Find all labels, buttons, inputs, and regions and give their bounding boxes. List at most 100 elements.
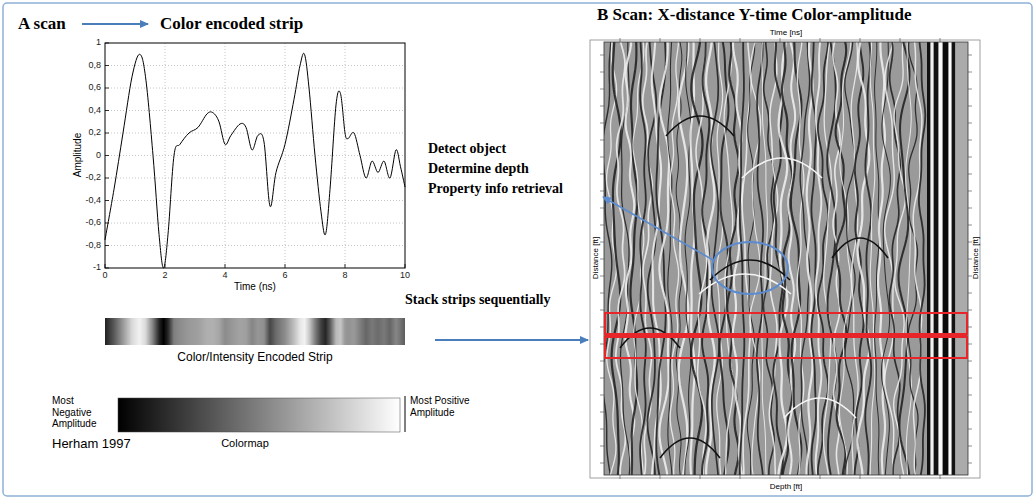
tick-label: 0,2: [88, 127, 101, 137]
b-scan-trace: [899, 42, 910, 475]
axis-tick: [225, 264, 226, 268]
axis-tick: [600, 140, 604, 141]
tick-label: -0,4: [85, 195, 101, 205]
axis-tick: [968, 429, 972, 430]
b-scan-trace: [816, 42, 822, 475]
hyperbola: [784, 398, 856, 418]
tick-label: -1: [93, 262, 101, 272]
b-scan-trace: [797, 42, 804, 475]
axis-tick: [968, 225, 972, 226]
axis-tick: [105, 268, 109, 269]
axis-tick: [700, 475, 701, 479]
tick-label: 8: [342, 270, 347, 280]
axis-tick: [820, 475, 821, 479]
axis-tick: [820, 38, 821, 42]
axis-tick: [600, 463, 604, 464]
b-scan-trace: [717, 42, 723, 475]
axis-tick: [600, 225, 604, 226]
encoded-strip: [105, 318, 405, 345]
axis-tick: [620, 38, 621, 42]
b-scan-trace: [740, 42, 745, 475]
axis-tick: [900, 475, 901, 479]
axis-tick: [968, 293, 972, 294]
citation: Herham 1997: [52, 437, 131, 452]
axis-tick: [660, 475, 661, 479]
axis-title: Distance [ft]: [591, 237, 600, 279]
axis-tick: [105, 110, 109, 111]
waveform: [105, 53, 405, 268]
b-scan-image: [604, 42, 968, 475]
colormap-end-label: Most Negative Amplitude: [52, 395, 108, 430]
axis-tick: [405, 264, 406, 268]
axis-tick: [600, 242, 604, 243]
b-scan-trace: [919, 42, 925, 475]
b-scan-trace: [782, 42, 792, 475]
b-scan-trace: [870, 42, 875, 475]
axis-tick: [600, 293, 604, 294]
air-gap: [956, 42, 968, 475]
grid-line: [105, 133, 405, 134]
grid-line: [105, 245, 405, 246]
axis-tick: [600, 72, 604, 73]
strip-highlight: [605, 337, 967, 358]
axis-title: Amplitude: [72, 133, 84, 177]
axis-title: Depth [ft]: [770, 482, 802, 491]
tick-label: 0: [96, 150, 101, 160]
axis-tick: [600, 106, 604, 107]
axis-tick: [940, 38, 941, 42]
axis-tick: [968, 378, 972, 379]
tick-label: 6: [282, 270, 287, 280]
surface-band: [949, 42, 951, 475]
axis-tick: [105, 88, 109, 89]
axis-tick: [600, 344, 604, 345]
axis-tick: [600, 429, 604, 430]
hyperbola: [660, 438, 720, 458]
strip-highlight: [605, 313, 967, 334]
grid-line: [105, 65, 405, 66]
b-scan-trace: [685, 42, 691, 475]
axis-tick: [105, 43, 109, 44]
purpose-note: Detect object: [428, 141, 506, 157]
stack-arrow: [435, 339, 588, 341]
b-scan-trace: [612, 42, 621, 475]
axis-tick: [968, 344, 972, 345]
colormap-bar: [118, 398, 400, 432]
tick-label: -0,2: [85, 172, 101, 182]
b-scan-trace: [621, 42, 630, 475]
b-scan-trace: [733, 42, 743, 475]
axis-tick: [660, 38, 661, 42]
b-scan-trace: [913, 42, 922, 475]
plot-axes: [105, 43, 405, 268]
tick-label: 0,8: [88, 60, 101, 70]
axis-tick: [600, 191, 604, 192]
b-scan-trace: [865, 42, 871, 475]
tick-label: 1: [96, 37, 101, 47]
axis-tick: [968, 140, 972, 141]
axis-tick: [600, 361, 604, 362]
surface-band: [952, 42, 955, 475]
grid-line: [105, 223, 405, 224]
hyperbola: [666, 116, 734, 136]
section-heading: Color encoded strip: [160, 14, 303, 34]
axis-tick: [968, 463, 972, 464]
colormap-tick: [405, 396, 406, 432]
flow-arrow: [82, 23, 148, 25]
b-scan-trace: [836, 42, 847, 475]
axis-tick: [600, 55, 604, 56]
tick-label: 10: [400, 270, 410, 280]
axis-tick: [968, 157, 972, 158]
surface-band: [943, 42, 948, 475]
axis-tick: [600, 259, 604, 260]
b-scan-trace: [668, 42, 672, 475]
axis-tick: [968, 327, 972, 328]
surface-band: [934, 42, 938, 475]
tick-label: -0,8: [85, 240, 101, 250]
axis-tick: [105, 155, 109, 156]
axis-tick: [600, 89, 604, 90]
purpose-note: Determine depth: [428, 161, 529, 177]
hyperbola: [699, 274, 791, 294]
axis-tick: [600, 208, 604, 209]
purpose-note: Property info retrieval: [428, 181, 563, 197]
b-scan-trace: [679, 42, 689, 475]
b-scan-trace: [643, 42, 653, 475]
